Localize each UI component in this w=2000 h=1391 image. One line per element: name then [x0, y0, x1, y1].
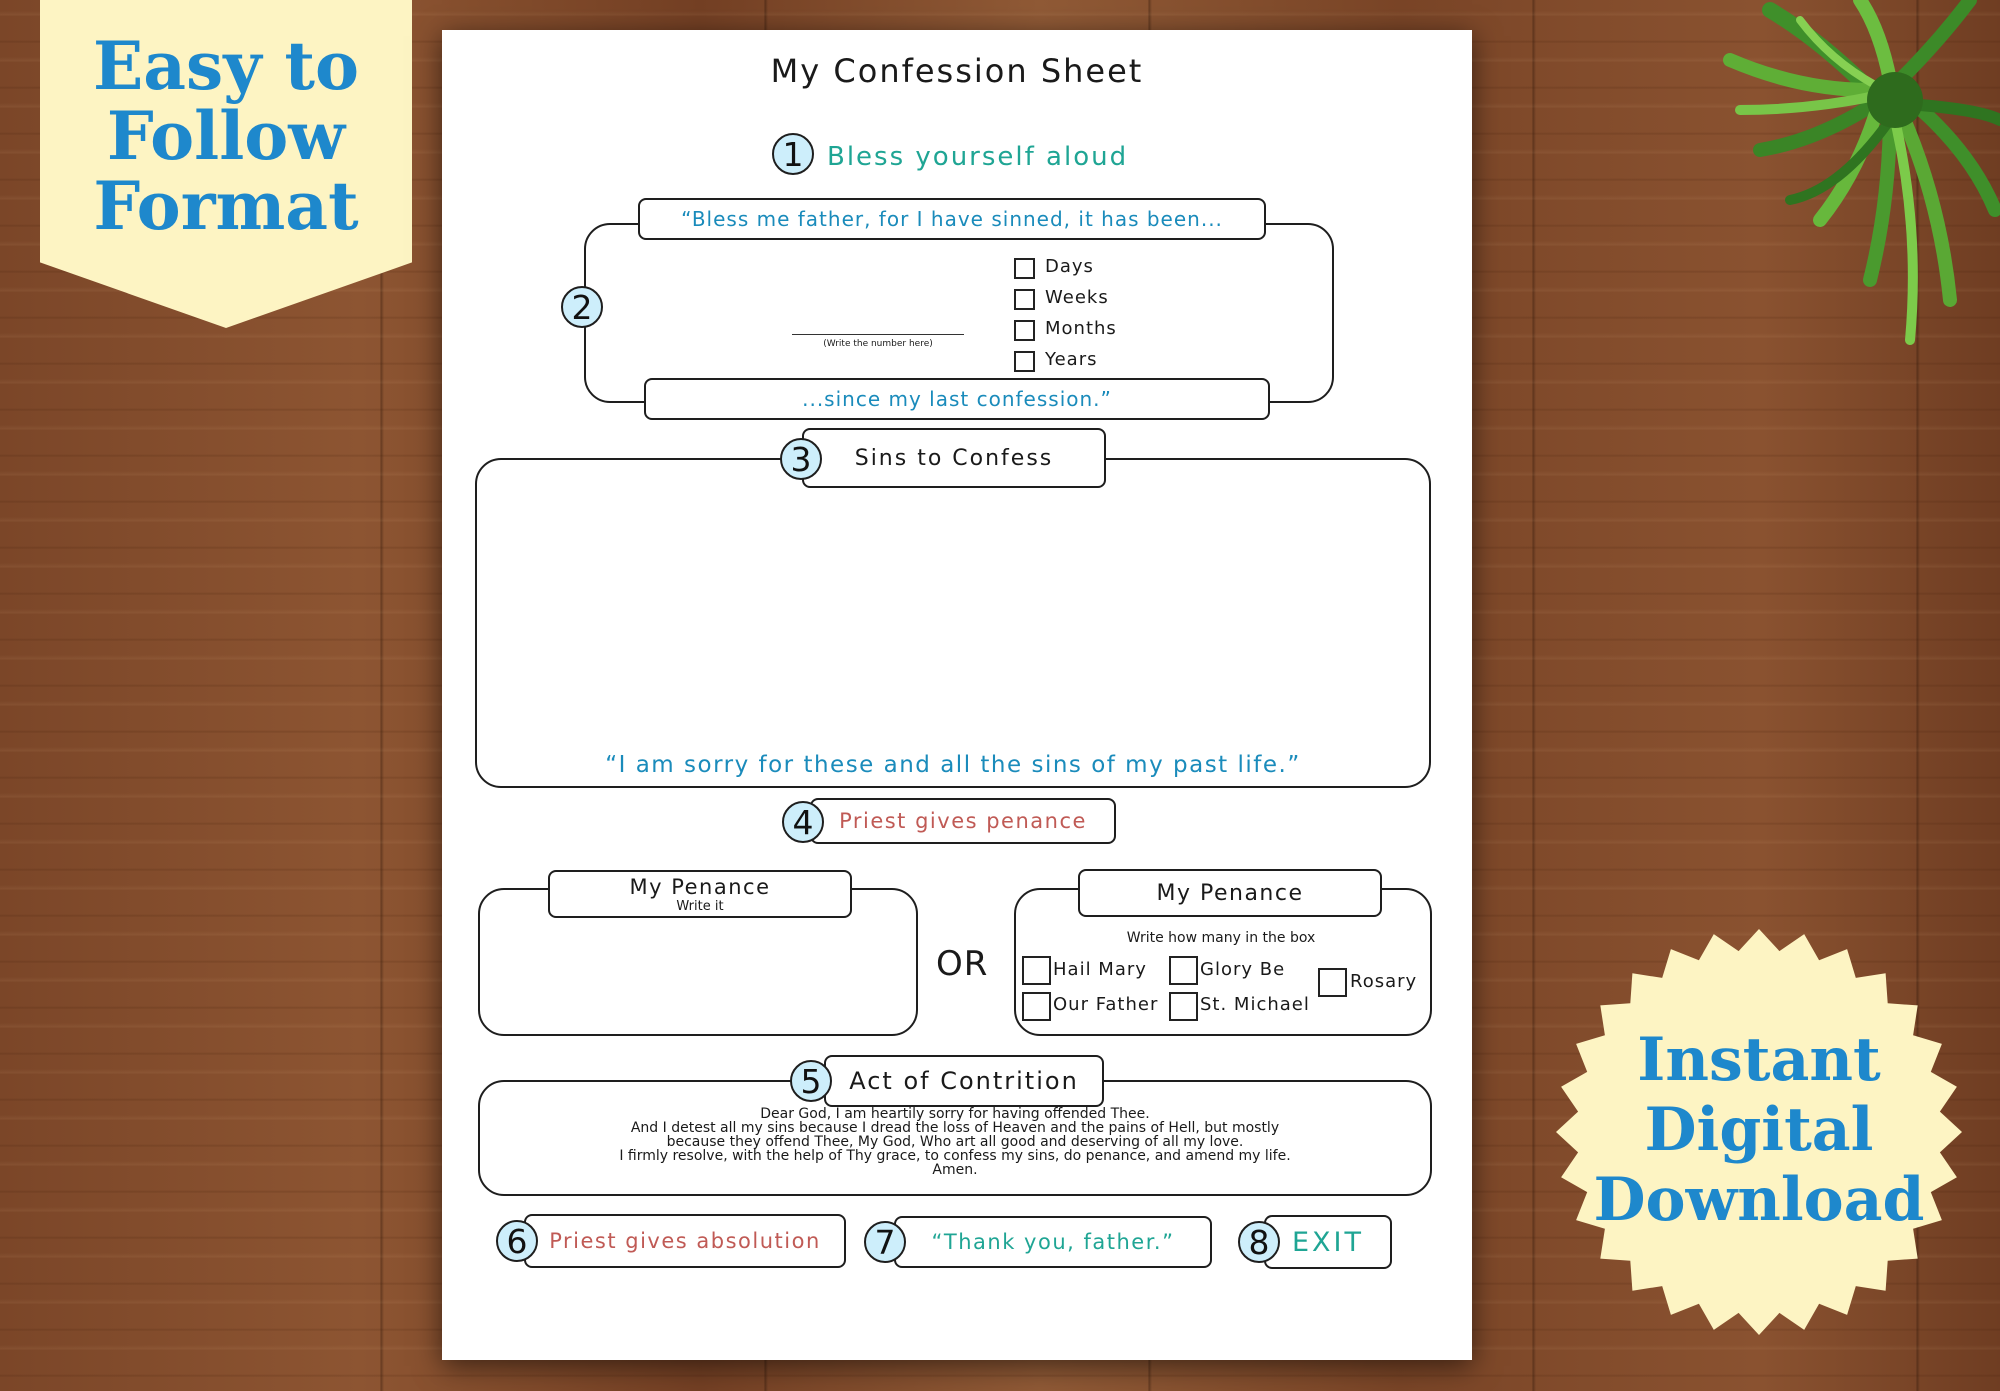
step-7-badge: 7 [864, 1221, 906, 1263]
glory-be-count-box[interactable] [1169, 956, 1198, 985]
step-3-badge: 3 [780, 438, 822, 480]
contrition-line-4: I firmly resolve, with the help of Thy g… [619, 1148, 1291, 1164]
hail-mary-label: Hail Mary [1053, 959, 1147, 980]
step-4-badge: 4 [782, 801, 824, 843]
weeks-label: Weeks [1045, 287, 1109, 308]
contrition-line-2: And I detest all my sins because I dread… [630, 1120, 1280, 1136]
step-1-text: Bless yourself aloud [827, 142, 1129, 172]
sheet-title: My Confession Sheet [770, 52, 1144, 90]
promo-seal-line-2: Digital [1644, 1095, 1874, 1165]
confession-sheet: My Confession Sheet 1 Bless yourself alo… [442, 30, 1472, 1360]
sins-box[interactable] [475, 458, 1431, 788]
step-4-text: Priest gives penance [810, 798, 1116, 844]
days-checkbox[interactable] [1014, 258, 1035, 279]
plant-decoration [1723, 0, 2000, 345]
years-label: Years [1045, 349, 1098, 370]
step-1-badge: 1 [772, 133, 814, 175]
promo-seal-line-3: Download [1593, 1165, 1925, 1235]
or-label: OR [936, 944, 989, 984]
promo-ribbon: Easy to Follow Format [40, 0, 412, 328]
penance-left-title: My Penance [629, 874, 771, 899]
months-label: Months [1045, 318, 1117, 339]
hail-mary-count-box[interactable] [1022, 956, 1051, 985]
days-label: Days [1045, 256, 1094, 277]
promo-ribbon-line-1: Easy to [92, 27, 360, 105]
contrition-line-3: because they offend Thee, My God, Who ar… [666, 1134, 1244, 1150]
glory-be-label: Glory Be [1200, 959, 1286, 980]
rosary-label: Rosary [1350, 971, 1418, 992]
st-michael-count-box[interactable] [1169, 992, 1198, 1021]
number-write-hint: (Write the number here) [823, 339, 933, 349]
step-8-badge: 8 [1238, 1221, 1280, 1263]
promo-seal-line-1: Instant [1637, 1025, 1881, 1095]
contrition-line-1: Dear God, I am heartily sorry for having… [760, 1106, 1150, 1122]
promo-ribbon-line-3: Format [93, 167, 359, 245]
step-5-badge: 5 [790, 1060, 832, 1102]
st-michael-label: St. Michael [1200, 994, 1310, 1015]
promo-ribbon-line-2: Follow [106, 97, 346, 175]
penance-right-title: My Penance [1078, 869, 1382, 917]
step-6-badge: 6 [496, 1220, 538, 1262]
penance-instruction: Write how many in the box [1126, 930, 1316, 946]
step-8-text: EXIT [1264, 1215, 1392, 1269]
step-2-closing: ...since my last confession.” [644, 378, 1270, 420]
step-2-badge: 2 [561, 286, 603, 328]
promo-seal-shape [1556, 929, 1962, 1335]
step-2-opening: “Bless me father, for I have sinned, it … [638, 198, 1266, 240]
step-6-text: Priest gives absolution [524, 1214, 846, 1268]
years-checkbox[interactable] [1014, 351, 1035, 372]
months-checkbox[interactable] [1014, 320, 1035, 341]
step-7-text: “Thank you, father.” [894, 1216, 1212, 1268]
our-father-label: Our Father [1053, 994, 1159, 1015]
penance-left-header: My Penance Write it [548, 870, 852, 918]
our-father-count-box[interactable] [1022, 992, 1051, 1021]
rosary-count-box[interactable] [1318, 968, 1347, 997]
penance-left-subtitle: Write it [676, 898, 724, 914]
promo-seal [1556, 929, 1962, 1335]
sorry-statement: “I am sorry for these and all the sins o… [605, 752, 1301, 778]
contrition-line-5: Amen. [932, 1162, 978, 1178]
step-2-frame [584, 223, 1334, 403]
act-of-contrition-title: Act of Contrition [824, 1055, 1104, 1107]
weeks-checkbox[interactable] [1014, 289, 1035, 310]
sins-title: Sins to Confess [802, 428, 1106, 488]
number-write-line [792, 334, 964, 335]
